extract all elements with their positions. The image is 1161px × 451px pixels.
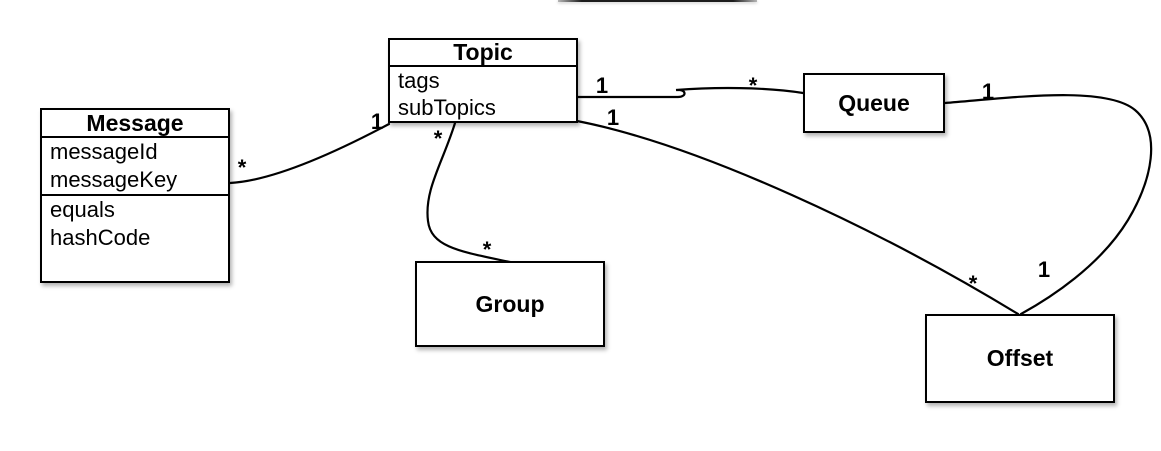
class-attributes: messageId messageKey [42, 138, 228, 194]
class-box-offset: Offset [925, 314, 1115, 403]
class-operation: equals [50, 197, 115, 222]
class-box-group: Group [415, 261, 605, 347]
class-title: Message [42, 110, 228, 138]
class-operations: equals hashCode [42, 194, 228, 252]
multiplicity-label: * [482, 237, 492, 262]
class-title: Group [475, 290, 545, 317]
class-title: Offset [986, 345, 1054, 371]
association-topic-offset [575, 119, 1020, 316]
association-queue-offset [943, 94, 1153, 316]
class-attribute: tags [398, 68, 440, 93]
class-title: Queue [838, 89, 910, 116]
multiplicity-label: 1 [1037, 257, 1051, 282]
class-title: Topic [390, 39, 576, 67]
multiplicity-label: * [968, 271, 978, 296]
multiplicity-label: * [237, 155, 247, 180]
class-attribute: messageKey [50, 167, 178, 192]
multiplicity-label: 1 [370, 109, 384, 134]
association-topic-group [426, 121, 512, 264]
multiplicity-label: 1 [981, 79, 995, 104]
multiplicity-label: 1 [606, 105, 620, 130]
class-box-queue: Queue [803, 73, 945, 133]
association-message-topic [228, 122, 391, 185]
class-attribute: messageId [50, 139, 158, 164]
cropped-box-bottom-edge [558, 0, 757, 2]
multiplicity-label: * [748, 73, 758, 98]
multiplicity-label: * [433, 126, 443, 151]
class-operation: hashCode [50, 225, 151, 250]
class-attribute: subTopics [398, 95, 496, 120]
class-attributes: tags subTopics [390, 67, 576, 121]
class-box-message: Message messageId messageKey equals hash… [40, 108, 230, 283]
class-box-topic: Topic tags subTopics [388, 38, 578, 123]
multiplicity-label: 1 [595, 73, 609, 98]
association-topic-queue [576, 86, 805, 99]
